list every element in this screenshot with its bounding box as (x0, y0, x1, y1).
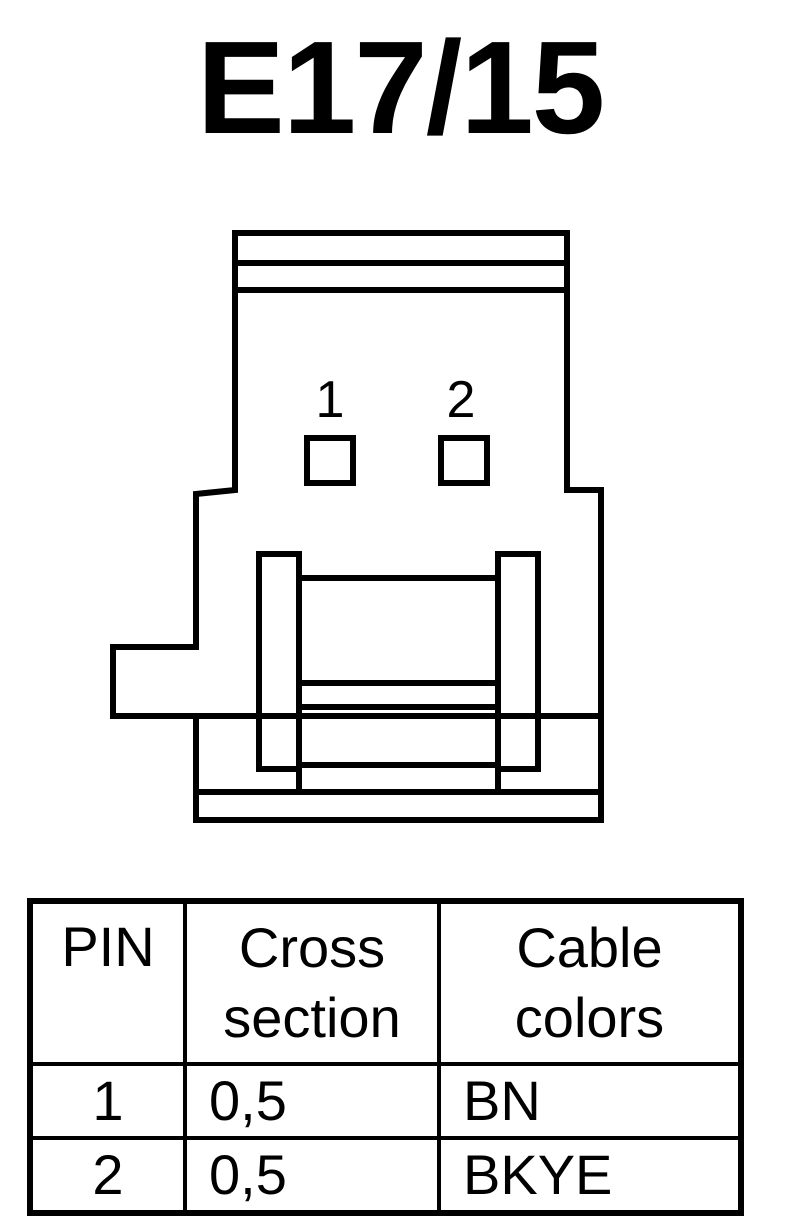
connector-diagram: 1 2 (110, 230, 604, 823)
row-2-pin: 2 (28, 1136, 187, 1215)
connector-title: E17/15 (196, 14, 605, 161)
header-cable-colors: Cable colors (437, 899, 743, 1066)
row-1-pin: 1 (28, 1062, 187, 1140)
row-2-cable-color: BKYE (437, 1136, 743, 1215)
pin-table: PIN Cross section Cable colors 1 0,5 BN … (27, 898, 744, 1216)
header-cable-colors-line1: Cable (516, 916, 663, 979)
row-1-cross-section: 0,5 (183, 1062, 441, 1140)
housing-outline (110, 230, 604, 823)
header-cross-section: Cross section (183, 899, 441, 1066)
header-pin: PIN (28, 899, 187, 1066)
header-cross-section-line2: section (223, 986, 401, 1049)
row-2-cross-section: 0,5 (183, 1136, 441, 1215)
table-row: 1 0,5 BN (28, 1062, 743, 1140)
header-cable-colors-line2: colors (514, 986, 665, 1049)
pin-1-contact (304, 435, 356, 486)
table-row: 2 0,5 BKYE (28, 1136, 743, 1215)
row-1-cable-color: BN (437, 1062, 743, 1140)
pin-table-header: PIN Cross section Cable colors (28, 899, 743, 1066)
header-cross-section-line1: Cross (238, 916, 386, 979)
pin-label-2: 2 (447, 371, 476, 429)
pin-label-1: 1 (316, 371, 345, 429)
pin-2-contact (438, 435, 490, 486)
latch-left-post (256, 551, 302, 772)
latch-right-post (495, 551, 541, 772)
